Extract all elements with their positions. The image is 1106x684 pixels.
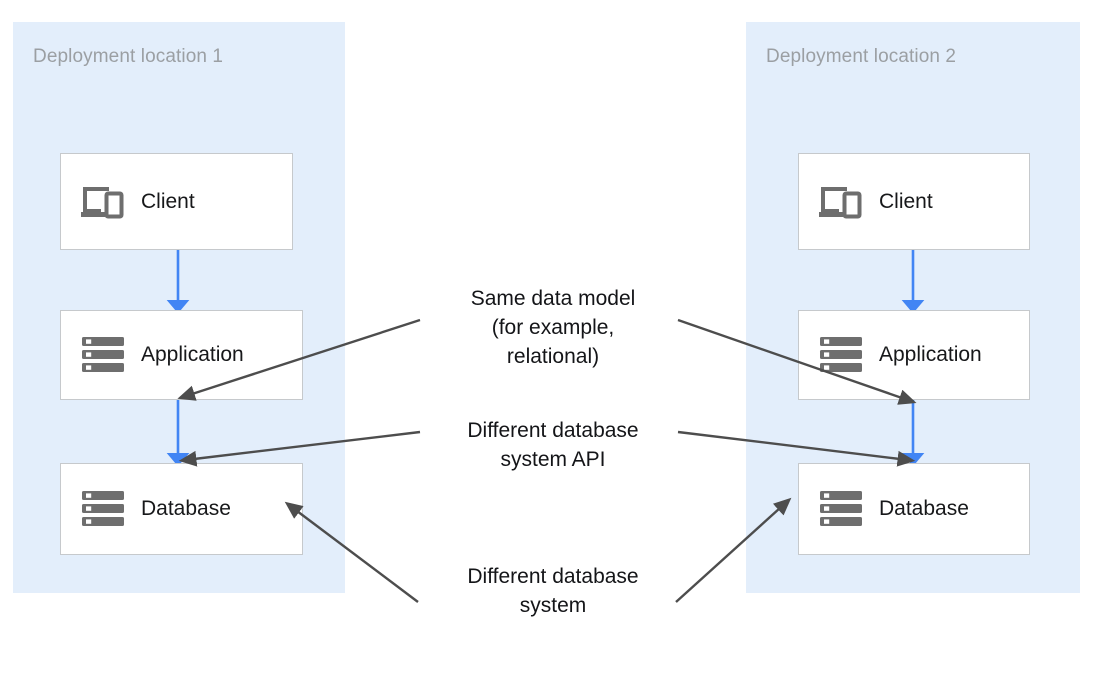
annotation-different-database-system: Different database system [467, 565, 639, 617]
zone-label-deployment-location-2: Deployment location 2 [766, 46, 957, 67]
devices-icon [79, 182, 127, 222]
server-stack-icon [817, 489, 865, 529]
server-stack-icon [79, 489, 127, 529]
node-label-application-2: Application [879, 343, 982, 366]
node-database-2: Database [798, 463, 1030, 555]
annotation-same-data-model: Same data model (for example, relational… [470, 287, 636, 368]
node-client-2: Client [798, 153, 1030, 250]
server-stack-icon [817, 335, 865, 375]
server-stack-icon [79, 335, 127, 375]
node-client-1: Client [60, 153, 293, 250]
node-label-client-1: Client [141, 189, 195, 213]
annotation-different-database-system-api: Different database system API [467, 419, 639, 471]
node-label-database-2: Database [879, 497, 969, 520]
zone-label-deployment-location-1: Deployment location 1 [33, 46, 224, 67]
node-label-client-2: Client [879, 189, 933, 213]
node-application-2: Application [798, 310, 1030, 400]
node-label-database-1: Database [141, 497, 231, 520]
devices-icon [817, 182, 865, 222]
node-database-1: Database [60, 463, 303, 555]
node-application-1: Application [60, 310, 303, 400]
node-label-application-1: Application [141, 343, 244, 366]
